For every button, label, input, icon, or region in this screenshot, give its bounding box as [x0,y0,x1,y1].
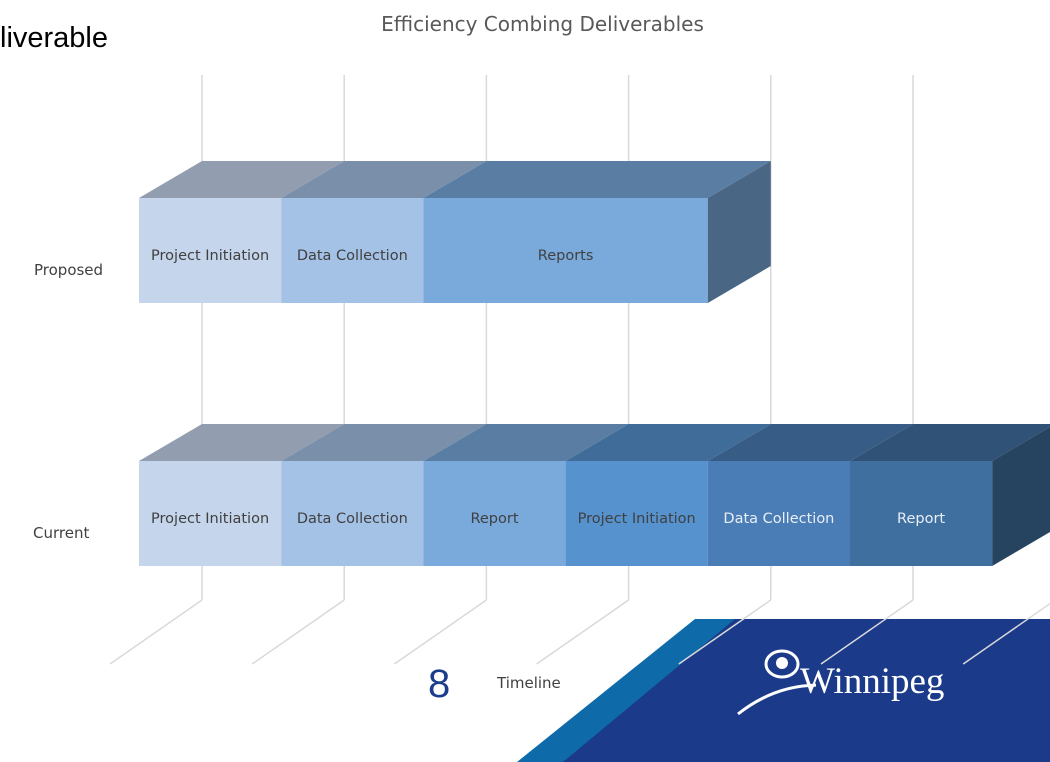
bar-segment [281,198,424,303]
category-label-current: Current [33,524,90,542]
footer-band-main [563,619,1050,762]
bar-segment-top [139,161,345,198]
floor-line [536,599,630,665]
bar-segment-top [139,424,345,461]
floor-line [393,599,487,665]
bar-segment [139,461,282,566]
bar-segment [139,198,282,303]
floor-line [678,599,772,665]
bar-segment [707,461,850,566]
bar-segment-label: Report [897,511,945,527]
category-label-proposed: Proposed [34,261,104,279]
bar-segment-label: Data Collection [723,511,834,527]
bar-segment-label: Reports [538,248,594,264]
bar-segment-label: Project Initiation [578,511,696,527]
bar-segment-label: Data Collection [297,511,408,527]
bar-segment-label: Project Initiation [151,511,269,527]
winnipeg-logo-icon [737,649,816,716]
winnipeg-logo: Winnipeg [736,644,1026,724]
slide-heading: liverable [0,22,108,54]
bar-segment-top [281,161,487,198]
bar-segment-label: Project Initiation [151,248,269,264]
bar-segment-top [423,424,629,461]
bar-segment [281,461,424,566]
floor-line [962,602,1050,665]
bar-segment-top [850,424,1050,461]
chart-title: Efficiency Combing Deliverables [381,12,704,36]
logo-wordmark: Winnipeg [800,661,945,702]
bar-side-face [992,427,1050,566]
page-number: 8 [428,662,451,706]
bar-segment-top [423,161,771,198]
bar-segment-label: Report [470,511,518,527]
bar-segment [850,461,993,566]
bar-segment-top [281,424,487,461]
bar-segment [423,198,708,303]
bar-segment [423,461,566,566]
floor-line [109,599,203,665]
floor-line [820,599,914,665]
bar-segment [565,461,708,566]
chart-floor-lines [109,599,1050,665]
bar-segment-label: Data Collection [297,248,408,264]
bar-segment-top [707,424,913,461]
floor-line [251,599,345,665]
x-axis-title: Timeline [497,674,561,692]
bar-segment-top [565,424,771,461]
bar-side-face [707,161,771,303]
